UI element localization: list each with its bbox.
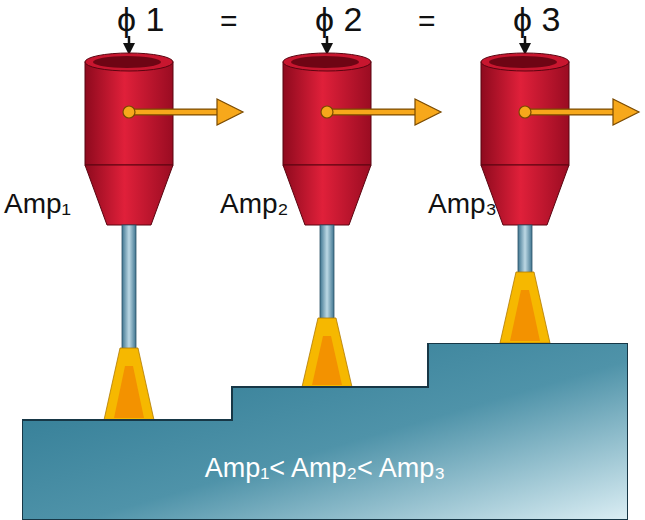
flux-label: ϕ 1	[117, 2, 164, 36]
workpiece: Amp₁< Amp₂< Amp₃	[22, 343, 628, 520]
relation-text: Amp₁< Amp₂< Amp₃	[22, 455, 628, 482]
flux-label: ϕ 3	[513, 2, 560, 36]
flux-label: ϕ 2	[315, 2, 362, 36]
amplitude-label: Amp₃	[428, 190, 497, 218]
amplitude-label: Amp₂	[220, 190, 288, 218]
amplitude-label: Amp₁	[4, 190, 71, 218]
equals-sign: =	[220, 6, 238, 36]
workpiece-outline	[22, 343, 628, 520]
equals-sign: =	[418, 6, 436, 36]
